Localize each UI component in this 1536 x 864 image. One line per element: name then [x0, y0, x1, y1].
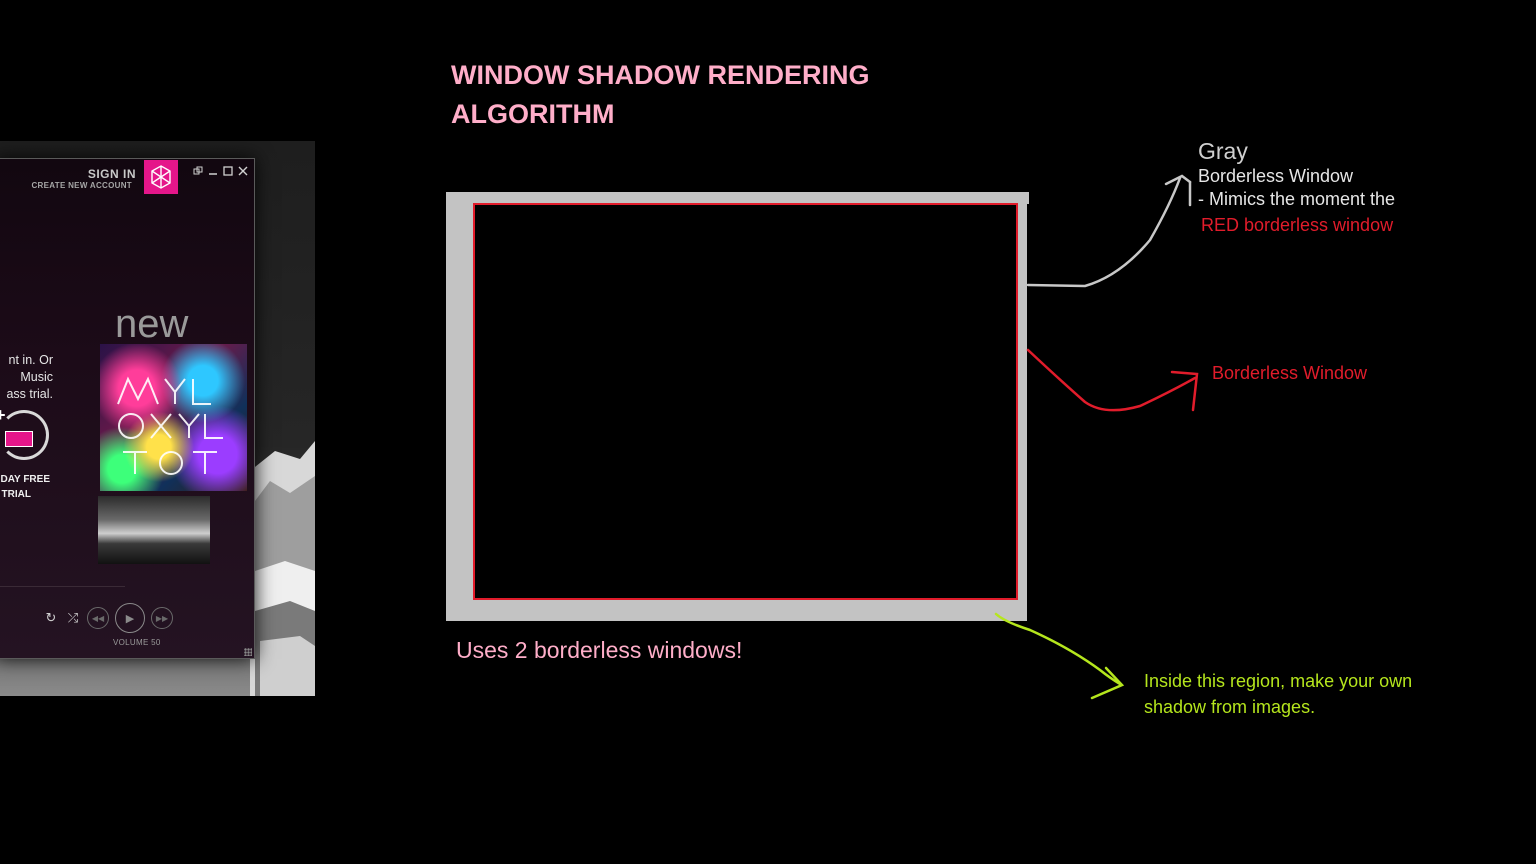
player-controls: ↻ ⤮ ◀◀ ▶ ▶▶: [43, 603, 173, 633]
new-heading: new: [115, 302, 189, 346]
divider: [0, 586, 125, 587]
diagram-title: WINDOW SHADOW RENDERING ALGORITHM: [451, 60, 870, 129]
red-arrow: [1026, 348, 1199, 412]
window-controls: [193, 166, 248, 176]
album-art-lettering: [113, 364, 233, 491]
gray-annotation-title: Gray: [1198, 138, 1248, 164]
promo-line-3: ass trial.: [6, 387, 53, 401]
card-icon: [5, 431, 33, 447]
gray-annotation-line-1: Borderless Window: [1198, 166, 1354, 186]
trial-label-2[interactable]: TRIAL: [1, 489, 31, 500]
play-icon[interactable]: ▶: [115, 603, 145, 633]
previous-icon[interactable]: ◀◀: [87, 607, 109, 629]
mountain-landscape-image: [250, 441, 315, 696]
close-icon[interactable]: [238, 166, 248, 176]
album-art-landscape[interactable]: [98, 496, 210, 564]
plus-icon: +: [0, 405, 6, 426]
gray-annotation-line-3: RED borderless window: [1201, 215, 1394, 235]
gray-window-edge: [1020, 192, 1029, 204]
green-arrow: [994, 612, 1125, 700]
maximize-icon[interactable]: [223, 166, 233, 176]
album-art-mylo-xyloto[interactable]: [100, 344, 247, 491]
green-annotation: Inside this region, make your own shadow…: [1144, 671, 1413, 717]
repeat-icon[interactable]: ↻: [45, 610, 57, 625]
gray-annotation-line-2: - Mimics the moment the: [1198, 189, 1396, 209]
minimize-icon[interactable]: [208, 166, 218, 176]
zune-logo-icon[interactable]: [144, 160, 178, 194]
trial-label[interactable]: DAY FREE: [0, 474, 50, 485]
resize-grip-icon[interactable]: [244, 648, 252, 656]
gray-arrow: [1026, 174, 1192, 288]
red-borderless-window: [473, 203, 1018, 600]
red-annotation: Borderless Window: [1212, 363, 1368, 383]
create-account-link[interactable]: CREATE NEW ACCOUNT: [31, 181, 132, 190]
sign-in-link[interactable]: SIGN IN: [87, 167, 136, 181]
zune-app-window: SIGN IN CREATE NEW ACCOUNT nt in. Or Mus…: [0, 158, 255, 659]
shuffle-icon[interactable]: ⤮: [67, 610, 79, 625]
next-icon[interactable]: ▶▶: [151, 607, 173, 629]
volume-label[interactable]: VOLUME 50: [113, 638, 161, 647]
promo-line-1: nt in. Or: [8, 353, 53, 367]
promo-text: nt in. Or Music ass trial.: [0, 352, 53, 403]
diagram-caption: Uses 2 borderless windows!: [456, 637, 743, 663]
promo-line-2: Music: [20, 370, 53, 384]
trial-circle-icon[interactable]: [0, 410, 49, 460]
restore-icon[interactable]: [193, 166, 203, 176]
